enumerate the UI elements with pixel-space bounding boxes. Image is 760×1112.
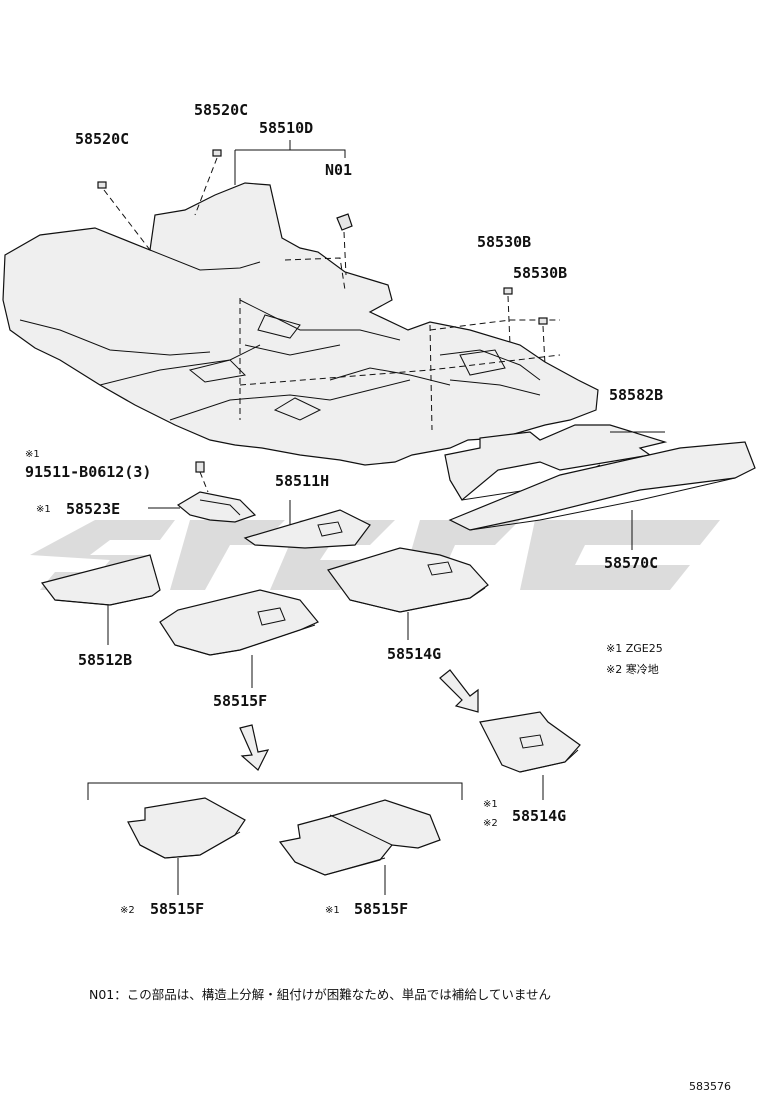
mark-2-left: ※2 bbox=[120, 905, 135, 916]
figure-id: 583576 bbox=[689, 1080, 731, 1093]
pad-58515f bbox=[159, 589, 319, 656]
arrow-down-left bbox=[239, 724, 270, 771]
mark-1-variant: ※1 bbox=[483, 799, 498, 810]
label-n01: N01 bbox=[325, 161, 352, 179]
legend-line-2: ※2 寒冷地 bbox=[606, 662, 659, 676]
pad-58515f-variant-right bbox=[278, 799, 441, 876]
leader-lines bbox=[107, 140, 665, 895]
label-58514g-variant: 58514G bbox=[512, 807, 566, 825]
mark-1-screw: ※1 bbox=[25, 449, 40, 460]
pad-58511h bbox=[243, 509, 371, 549]
pad-58514g-variant bbox=[479, 711, 581, 773]
mark-1-right: ※1 bbox=[325, 905, 340, 916]
clip-58520c-left bbox=[97, 181, 151, 251]
label-58510d: 58510D bbox=[259, 119, 313, 137]
label-58515f-left: 58515F bbox=[150, 900, 204, 918]
luggage-mat bbox=[448, 441, 756, 531]
bracket-58523e bbox=[176, 461, 257, 523]
mark-1-bracket: ※1 bbox=[36, 504, 51, 515]
arrow-down-right bbox=[439, 669, 479, 713]
footnote: N01：この部品は、構造上分解・組付けが困難なため、単品では補給していません bbox=[89, 987, 551, 1002]
label-58520c-top: 58520C bbox=[194, 101, 248, 119]
clip-58530b-2 bbox=[538, 317, 548, 366]
label-58530b-1: 58530B bbox=[477, 233, 531, 251]
legend-line-1: ※1 ZGE25 bbox=[606, 642, 663, 655]
pad-58514g bbox=[327, 547, 489, 613]
floor-carpet-assembly bbox=[2, 182, 599, 466]
label-58512b: 58512B bbox=[78, 651, 132, 669]
clip-58520c-top bbox=[194, 149, 222, 216]
label-58515f-right: 58515F bbox=[354, 900, 408, 918]
label-58570c: 58570C bbox=[604, 554, 658, 572]
label-58511h: 58511H bbox=[275, 472, 329, 490]
nut-n01 bbox=[336, 213, 353, 276]
label-58523e: 58523E bbox=[66, 500, 120, 518]
mark-2-variant: ※2 bbox=[483, 818, 498, 829]
variant-bracket-line bbox=[87, 782, 463, 800]
pad-58512b bbox=[40, 554, 161, 606]
label-58514g: 58514G bbox=[387, 645, 441, 663]
label-58515f: 58515F bbox=[213, 692, 267, 710]
clip-58530b-1 bbox=[503, 287, 513, 346]
pad-58515f-variant-left bbox=[127, 797, 246, 859]
label-58520c-left: 58520C bbox=[75, 130, 129, 148]
label-58530b-2: 58530B bbox=[513, 264, 567, 282]
label-91511: 91511-B0612(3) bbox=[25, 463, 151, 481]
label-58582b: 58582B bbox=[609, 386, 663, 404]
